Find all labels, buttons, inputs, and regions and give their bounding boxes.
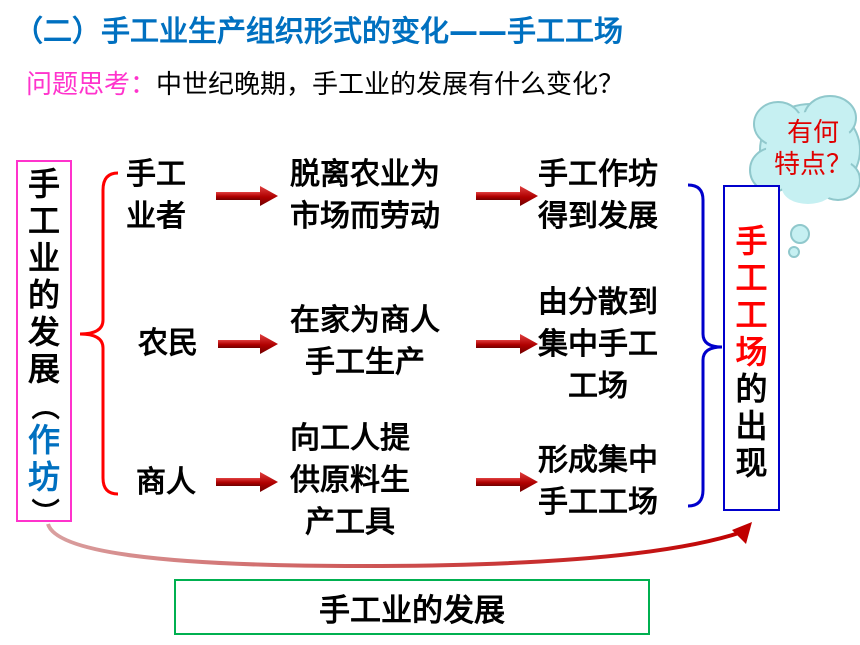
row2-result: 由分散到 集中手工 工场 <box>538 285 658 404</box>
left-char: 的 <box>27 276 60 314</box>
right-char-red: 手 <box>735 222 768 260</box>
cloud-text: 有何 特点？ <box>768 117 858 181</box>
handicraft-development-box: 手 工 业 的 发 展 （ 作 坊 ） <box>16 160 72 526</box>
arrow-row1-a <box>216 186 278 206</box>
left-char: 手 <box>27 165 60 203</box>
left-sub-char: 坊 <box>27 458 60 496</box>
left-char: 展 <box>27 350 60 388</box>
left-sub-char: 作 <box>27 421 60 459</box>
arrow-row3-b <box>476 472 538 492</box>
curved-arrow <box>46 522 752 569</box>
row3-actor: 商人 <box>136 465 196 500</box>
row3-action: 向工人提 供原料生 产工具 <box>290 421 410 540</box>
right-char-red: 工 <box>735 259 768 297</box>
row1-actor: 手工 业者 <box>126 157 186 234</box>
right-char-black: 的 <box>735 370 768 408</box>
workshop-emergence-box: 手 工 工 场 的 出 现 <box>723 185 780 511</box>
row2-action: 在家为商人 手工生产 <box>290 303 440 380</box>
left-char: 发 <box>27 313 60 351</box>
arrow-row2-b <box>476 334 538 354</box>
left-brace <box>79 171 119 496</box>
right-char-black: 现 <box>735 444 768 482</box>
right-char-black: 出 <box>735 407 768 445</box>
arrow-row3-a <box>216 472 278 492</box>
row1-action: 脱离农业为 市场而劳动 <box>290 157 440 234</box>
cloud-line-1: 有何 <box>786 118 839 148</box>
bottom-summary-box: 手工业的发展 <box>174 579 650 635</box>
question-label: 问题思考： <box>26 70 157 100</box>
right-char-red: 场 <box>735 333 768 371</box>
cloud-line-2: 特点？ <box>773 150 852 180</box>
row1-result: 手工作坊 得到发展 <box>538 157 658 234</box>
row2-actor: 农民 <box>138 326 198 361</box>
left-char: 业 <box>27 239 60 277</box>
thought-cloud <box>749 95 860 258</box>
right-char-red: 工 <box>735 296 768 334</box>
left-char: 工 <box>27 202 60 240</box>
page-title: （二）手工业生产组织形式的变化——手工工场 <box>14 14 624 48</box>
left-paren-open: （ <box>27 391 61 421</box>
right-brace <box>687 183 723 508</box>
row3-result: 形成集中 手工工场 <box>538 443 658 520</box>
question-prompt: 问题思考：中世纪晚期，手工业的发展有什么变化？ <box>26 64 624 101</box>
arrow-row1-b <box>476 186 538 206</box>
left-paren-close: ） <box>27 497 61 527</box>
arrow-row2-a <box>218 334 278 354</box>
question-text: 中世纪晚期，手工业的发展有什么变化？ <box>156 70 625 100</box>
